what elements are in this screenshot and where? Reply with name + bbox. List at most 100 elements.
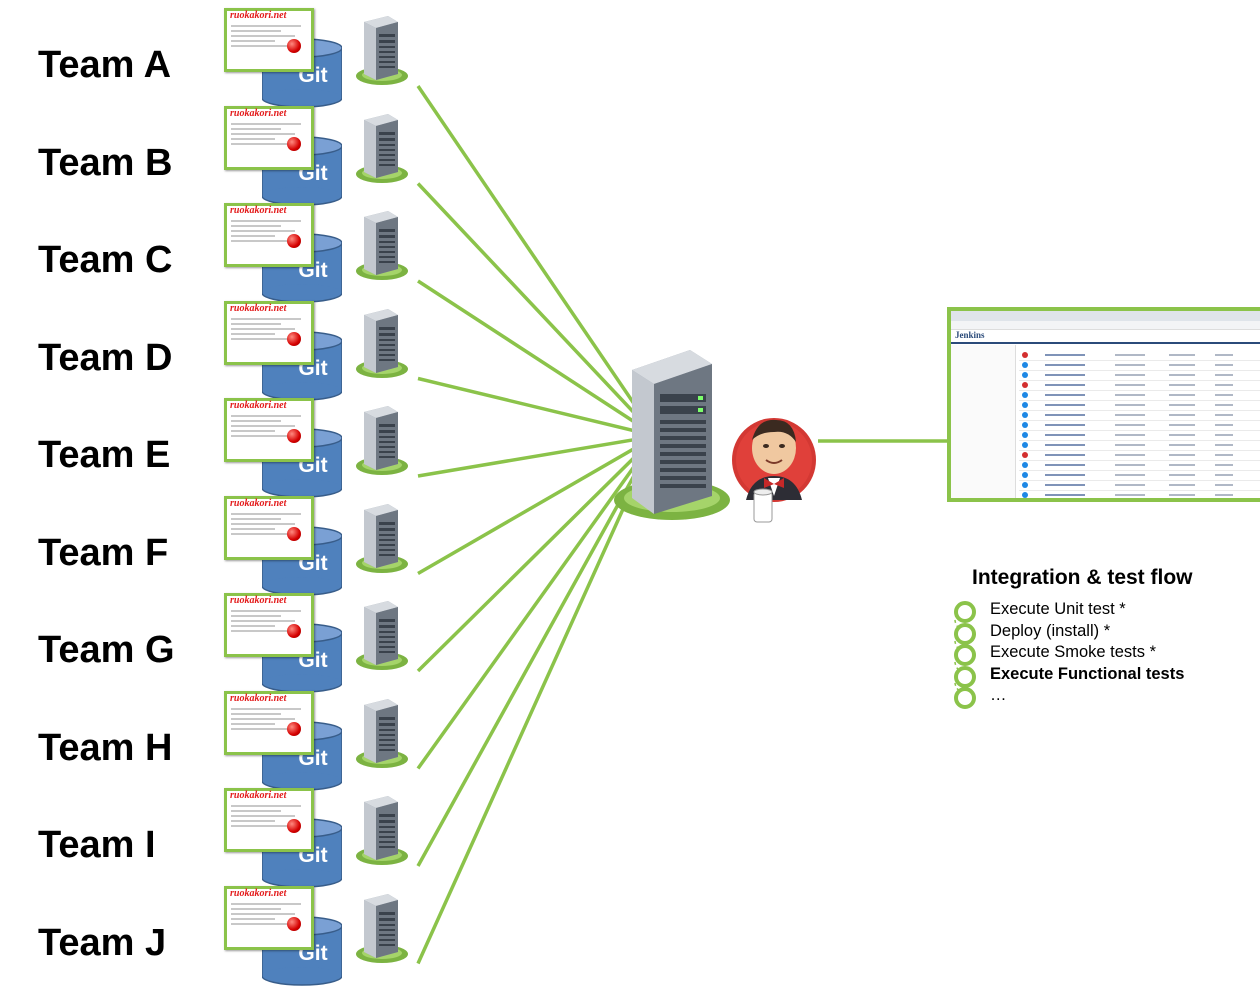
team-server-icon	[356, 308, 408, 378]
team-connection-line	[416, 434, 658, 770]
jenkins-logo-icon	[728, 400, 818, 530]
team-server-icon	[356, 698, 408, 768]
ruokakori-site-card: ruokakori.net	[224, 788, 314, 852]
team-label: Team E	[38, 434, 171, 476]
flow-step-circle-icon	[954, 665, 976, 688]
team-connection-line	[417, 434, 657, 478]
flow-step-label: …	[990, 686, 1007, 704]
team-connection-line	[417, 434, 657, 576]
red-dot-icon	[287, 721, 301, 736]
team-connection-line	[417, 376, 657, 438]
flow-step-label: Execute Unit test *	[990, 600, 1126, 618]
team-server-icon	[356, 113, 408, 183]
ruokakori-logo: ruokakori.net	[230, 107, 287, 119]
ruokakori-logo: ruokakori.net	[230, 692, 287, 704]
ruokakori-site-card: ruokakori.net	[224, 495, 314, 560]
team-server-icon	[356, 503, 408, 573]
flow-step-label: Deploy (install) *	[990, 621, 1111, 640]
flow-step-circle-icon	[954, 622, 976, 645]
ruokakori-site-card: ruokakori.net	[224, 300, 314, 365]
jenkins-job-row	[1019, 461, 1260, 471]
team-label: Team J	[38, 921, 167, 964]
jenkins-dashboard-screenshot: Jenkins	[947, 307, 1260, 502]
team-connection-line	[416, 85, 658, 437]
team-label: Team B	[38, 141, 173, 184]
jenkins-job-row	[1019, 361, 1260, 371]
flow-step-circle-icon	[954, 601, 976, 623]
jenkins-job-row	[1019, 441, 1260, 451]
team-server-icon	[356, 796, 408, 865]
team-connection-line	[417, 279, 657, 438]
team-connection-line	[416, 182, 658, 438]
jenkins-job-row	[1019, 381, 1260, 391]
ruokakori-logo: ruokakori.net	[230, 400, 287, 411]
jenkins-job-row	[1019, 421, 1260, 431]
team-label: Team C	[38, 239, 173, 281]
ruokakori-site-card: ruokakori.net	[224, 398, 314, 462]
browser-address-bar	[951, 321, 1260, 330]
ruokakori-logo: ruokakori.net	[230, 302, 287, 314]
ruokakori-site-card: ruokakori.net	[224, 593, 314, 657]
ruokakori-site-card: ruokakori.net	[224, 8, 314, 72]
team-connection-line	[416, 434, 658, 673]
ruokakori-site-card: ruokakori.net	[224, 203, 314, 267]
ruokakori-logo: ruokakori.net	[230, 790, 287, 801]
jenkins-job-row	[1019, 471, 1260, 481]
ruokakori-logo: ruokakori.net	[230, 595, 287, 606]
team-server-icon	[356, 16, 408, 85]
red-dot-icon	[287, 526, 301, 541]
red-dot-icon	[287, 39, 301, 53]
red-dot-icon	[287, 331, 301, 346]
ruokakori-logo: ruokakori.net	[230, 205, 287, 216]
jenkins-header: Jenkins	[951, 330, 1260, 344]
jenkins-job-table	[1019, 351, 1260, 498]
jenkins-job-row	[1019, 401, 1260, 411]
browser-title-bar	[951, 311, 1260, 321]
team-label: Team G	[38, 629, 175, 671]
ruokakori-site-card: ruokakori.net	[224, 105, 314, 170]
red-dot-icon	[287, 136, 301, 151]
team-label: Team H	[38, 726, 173, 769]
jenkins-job-row	[1019, 351, 1260, 361]
git-database-icon	[262, 38, 342, 108]
team-server-icon	[356, 601, 408, 670]
jenkins-sidebar	[951, 345, 1016, 498]
flow-title: Integration & test flow	[972, 566, 1193, 589]
red-dot-icon	[287, 624, 301, 638]
ruokakori-logo: ruokakori.net	[230, 497, 287, 509]
ruokakori-site-card: ruokakori.net	[224, 885, 314, 950]
flow-step-label: Execute Functional tests	[990, 664, 1185, 683]
team-connection-line	[416, 435, 658, 965]
team-connection-line	[416, 435, 658, 867]
team-label: Team A	[38, 44, 172, 86]
red-dot-icon	[287, 429, 301, 443]
flow-step-circle-icon	[954, 644, 976, 666]
team-server-icon	[356, 406, 408, 475]
build-server-icon	[612, 330, 742, 530]
ruokakori-logo: ruokakori.net	[230, 10, 287, 21]
jenkins-brand: Jenkins	[955, 330, 985, 340]
red-dot-icon	[287, 916, 301, 931]
team-server-icon	[356, 893, 408, 963]
jenkins-job-row	[1019, 481, 1260, 491]
jenkins-job-row	[1019, 451, 1260, 461]
jenkins-job-row	[1019, 491, 1260, 498]
flow-step-circle-icon	[954, 687, 976, 709]
red-dot-icon	[287, 234, 301, 248]
ruokakori-logo: ruokakori.net	[230, 887, 287, 899]
team-server-icon	[356, 211, 408, 280]
flow-step-label: Execute Smoke tests *	[990, 643, 1156, 661]
jenkins-job-row	[1019, 371, 1260, 381]
jenkins-job-row	[1019, 431, 1260, 441]
